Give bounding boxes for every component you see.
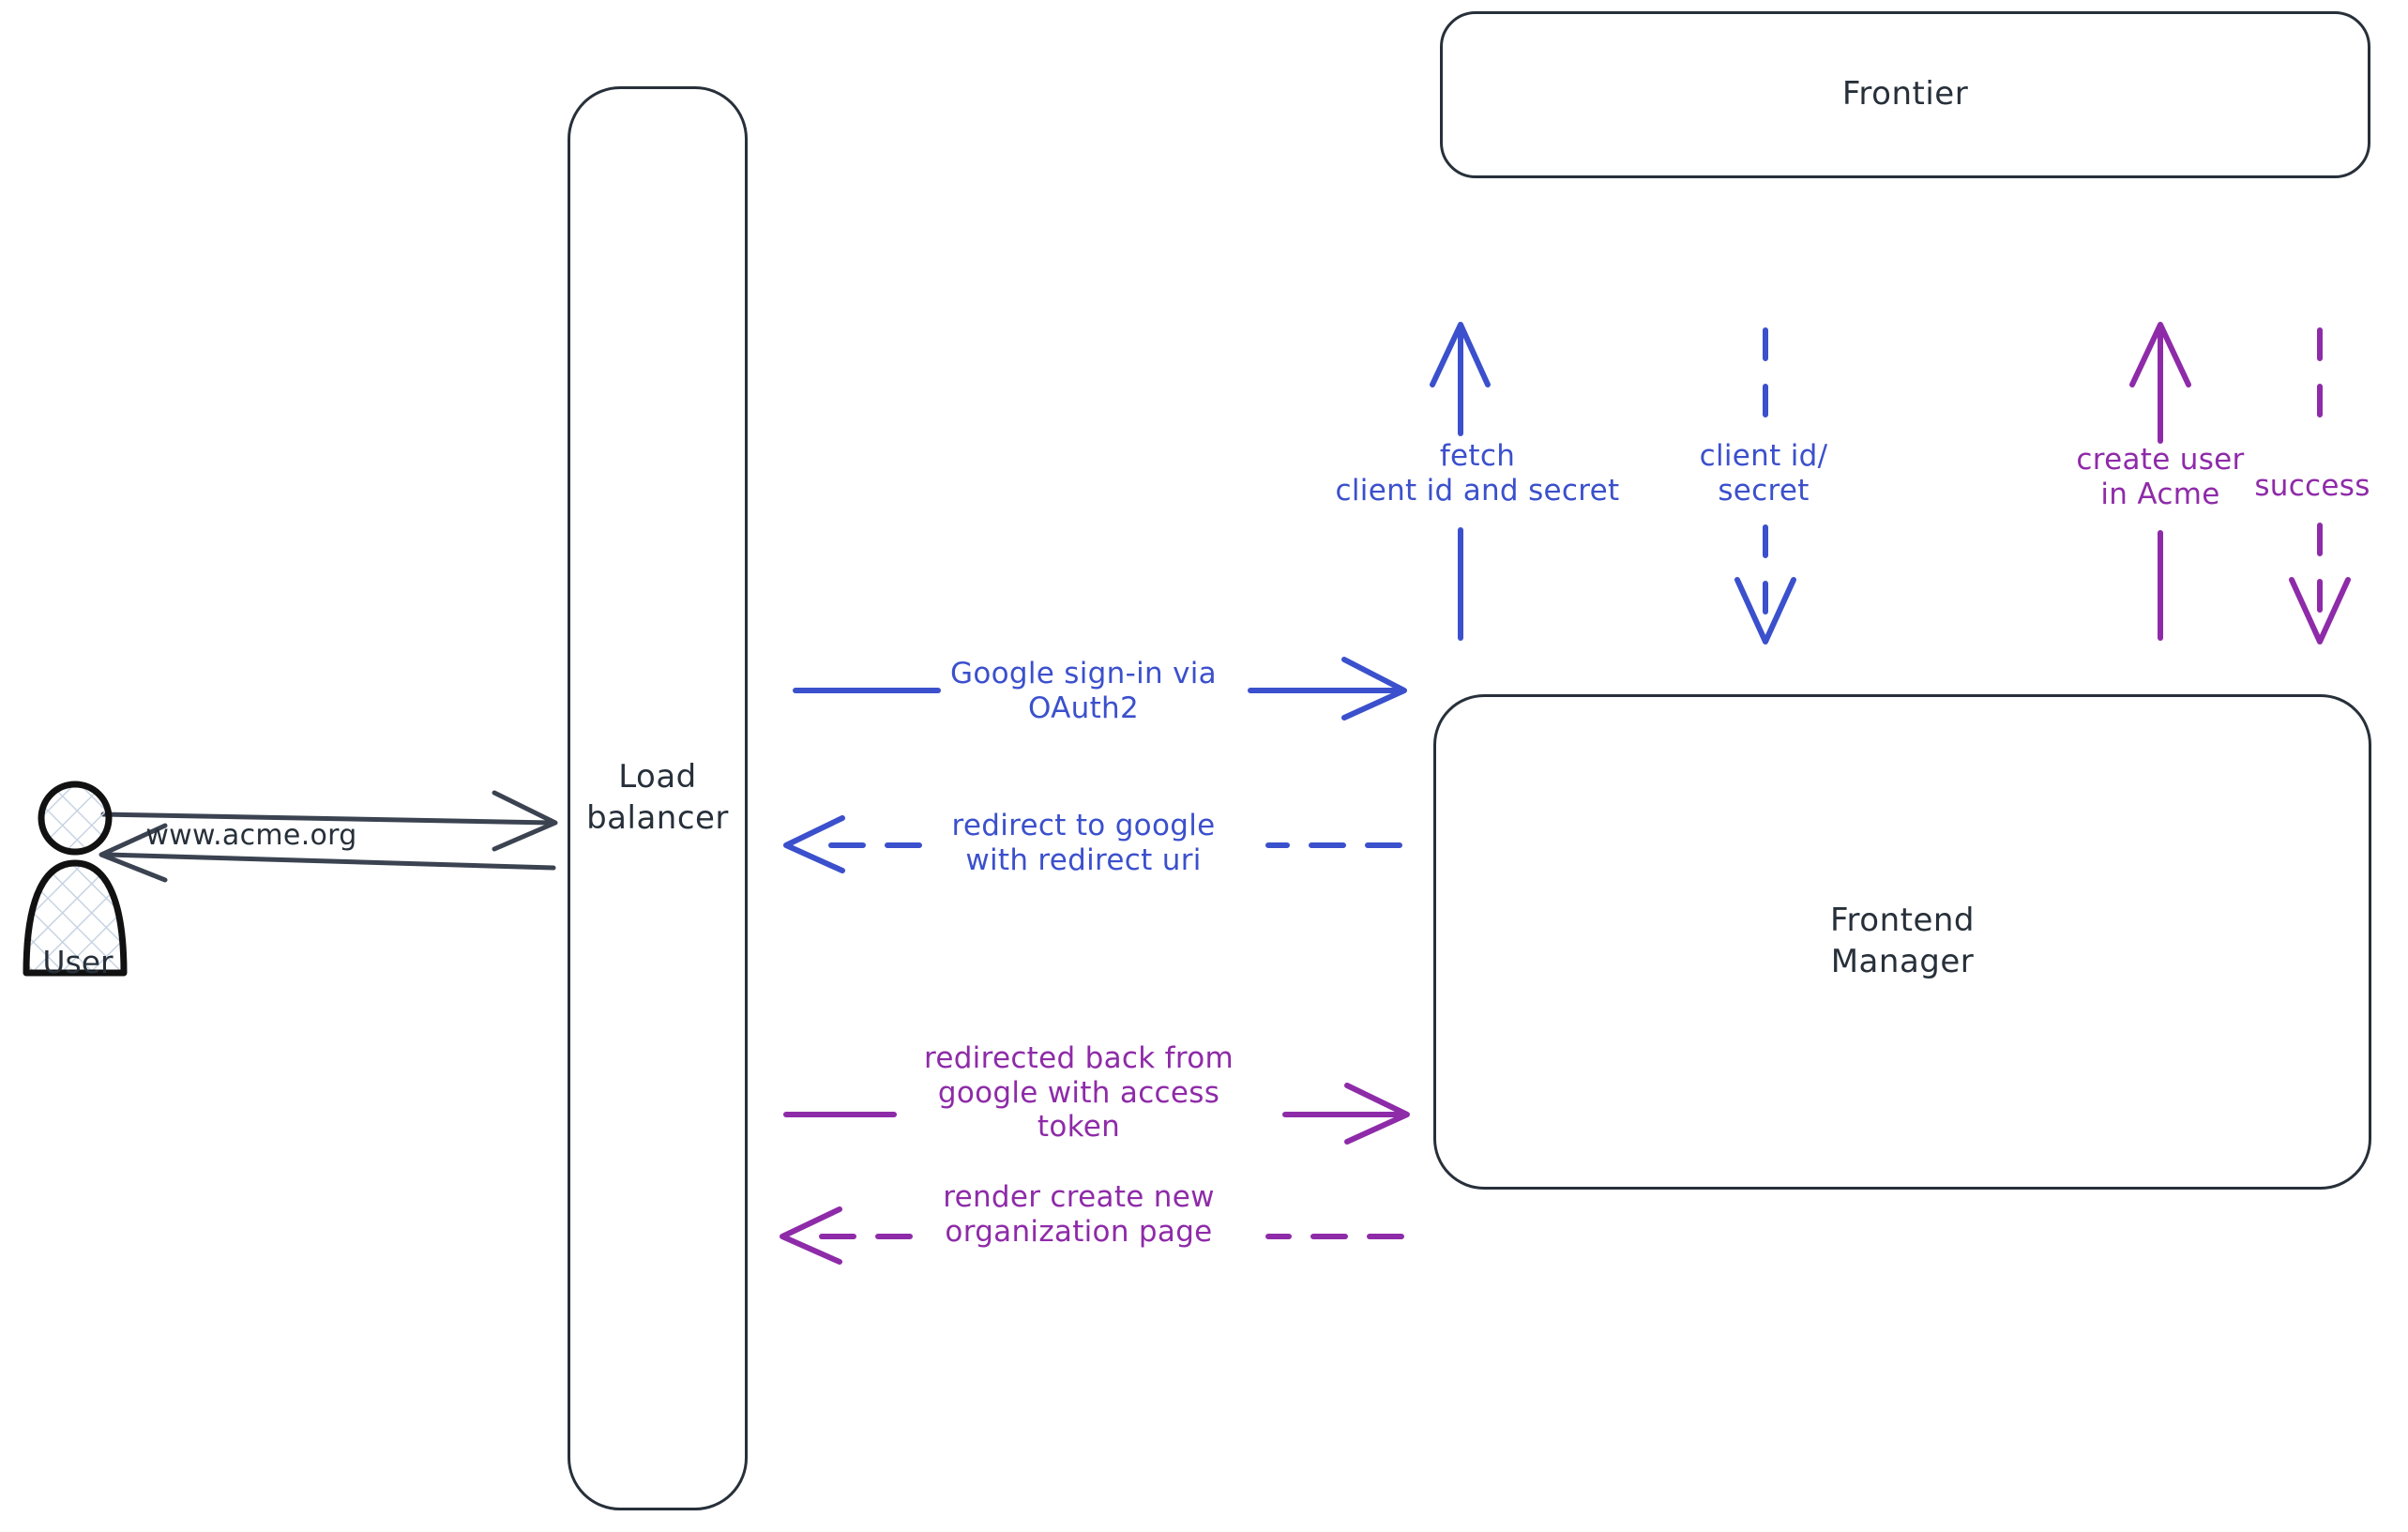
node-frontier[interactable]: Frontier	[1440, 11, 2370, 178]
edge-label-fetch-client-id: fetch client id and secret	[1335, 439, 1620, 508]
node-frontier-label: Frontier	[1841, 75, 1969, 114]
edge-label-render-create-org: render create new organization page	[943, 1180, 1215, 1249]
edge-label-create-user: create user in Acme	[2076, 443, 2245, 511]
node-load-balancer[interactable]: Load balancer	[568, 86, 748, 1510]
node-frontend-manager-label: Frontend Manager	[1829, 902, 1976, 980]
user-actor-label: User	[42, 944, 114, 980]
node-frontend-manager[interactable]: Frontend Manager	[1433, 694, 2371, 1190]
edge-label-redirect-to-google: redirect to google with redirect uri	[951, 809, 1216, 877]
edge-label-google-signin: Google sign-in via OAuth2	[950, 657, 1217, 725]
edge-label-redirected-back: redirected back from google with access …	[923, 1041, 1234, 1145]
edge-label-success: success	[2254, 469, 2370, 503]
edge-label-acme-url: www.acme.org	[145, 819, 357, 852]
node-load-balancer-label: Load balancer	[586, 758, 729, 837]
user-actor-icon[interactable]	[19, 781, 131, 987]
edge-label-client-id-secret: client id/ secret	[1699, 439, 1828, 508]
